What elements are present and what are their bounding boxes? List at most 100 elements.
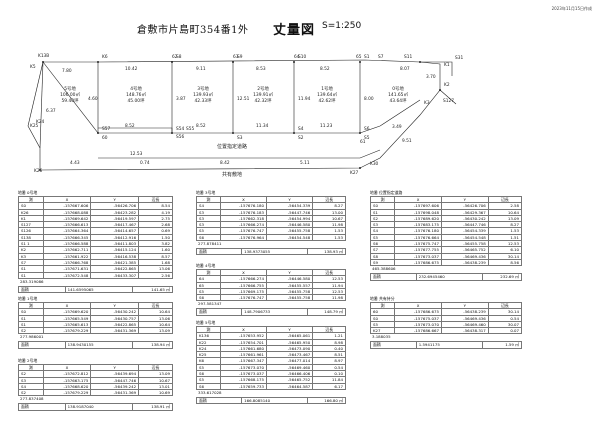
half-sum: 141.6595065 [64, 285, 134, 294]
column-header: Y [266, 325, 314, 334]
y-coord-cell: -56431.369 [90, 389, 140, 397]
lot-name: 3号地 [197, 85, 209, 92]
table-title: 地番 共有持分 [370, 296, 395, 301]
y-coord-cell: -56473.090 [266, 344, 314, 353]
edge-length-cell: 30.07 [487, 320, 523, 329]
point-label: 65 [356, 54, 362, 60]
edge-labels: 7.80 10.42 9.11 8.53 8.52 8.52 8.52 11.3… [46, 66, 436, 166]
edge-length: 8.52 [125, 123, 135, 129]
lot-row-bottom [98, 99, 421, 134]
point-label: 61 [360, 139, 366, 145]
area-value: 148.79 ㎡ [306, 308, 347, 316]
x-coord-cell: -157686.667 [394, 327, 442, 335]
edge-length-cell: 13.06 [138, 265, 173, 273]
point-name-cell: S9 [369, 258, 396, 267]
shared-land-label: 共有敷地 [222, 171, 242, 178]
y-coord-cell: -56433.307 [90, 271, 140, 279]
column-header: Y [266, 268, 314, 277]
x-coord-cell: -157679.229 [42, 389, 92, 397]
sum-value: 283.319086 [20, 278, 44, 284]
edge-length: 3.70 [426, 74, 436, 80]
date-stamp: 2023年11月15日作成 [551, 6, 592, 11]
y-coord-cell: -56477.014 [266, 357, 314, 365]
table-header-row: 測 X Y 辺長 [196, 268, 346, 277]
y-coord-cell: -56469.460 [266, 363, 314, 372]
y-coord-cell: -56465.752 [266, 376, 314, 384]
edge-length-cell: 13.06 [138, 314, 173, 322]
sum-value: 297.581347 [198, 301, 222, 307]
edge-length-cell: 8.98 [312, 338, 346, 346]
y-coord-cell: -56446.580 [266, 221, 314, 229]
table-title: 地番 1号地 [18, 296, 38, 301]
edge-length-cell: 0.07 [487, 327, 523, 335]
lot-area: 106.00㎡ [60, 91, 80, 98]
area-value: 141.65 ㎡ [132, 285, 173, 294]
area-label: 面積 [370, 341, 417, 349]
table-header-row: 測 X Y 辺長 [196, 195, 346, 204]
edge-length-cell: 8.97 [312, 357, 346, 365]
y-coord-cell: -56431.369 [90, 327, 140, 335]
y-coord-cell: -56473.467 [266, 351, 314, 359]
page-title: 倉敷市片島町354番1外 [137, 25, 249, 36]
y-coord-cell: -56455.758 [266, 287, 314, 296]
point-name-cell: 60 [369, 308, 396, 316]
column-header: 辺長 [487, 195, 523, 204]
y-coord-cell: -56455.758 [266, 294, 314, 302]
survey-point [359, 132, 361, 134]
area-label: 面積 [195, 248, 243, 256]
edge-length-cell: 11.94 [312, 281, 346, 289]
point-label: S5 [364, 135, 370, 141]
area-row: 面積 1.5941175 1.59 ㎡ [370, 341, 522, 349]
lot-name: 2号地 [257, 85, 269, 92]
edge-length: 11.34 [256, 123, 269, 129]
survey-point [359, 61, 361, 63]
point-name-cell: K27 [369, 327, 396, 335]
survey-point [39, 169, 41, 171]
point-label: K24 [36, 119, 45, 125]
half-sum: 166.8085140 [241, 396, 308, 405]
edge-length: 8.53 [256, 66, 266, 72]
column-header: 測 [369, 195, 396, 204]
lot-area-tsubo: 42.32坪 [255, 97, 273, 104]
edge-length-cell: 30.14 [487, 252, 523, 260]
survey-point [171, 61, 173, 63]
half-sum: 138.9373055 [241, 248, 308, 256]
table-title: 地番 5号地 [196, 320, 216, 325]
point-name-cell: S5 [369, 320, 396, 329]
lot-area-tsubo: 42.33坪 [195, 97, 213, 104]
area-value: 138.94 ㎡ [132, 341, 173, 349]
x-coord-cell: -157659.733 [219, 382, 268, 390]
title-block: 倉敷市片島町354番1外 丈量図 S=1:250 [0, 21, 600, 39]
edge-length: 6.37 [46, 108, 56, 114]
y-coord-cell: -56466.406 [266, 370, 314, 378]
edge-length-cell: 12.53 [312, 287, 346, 296]
sum-value: 277.986001 [20, 334, 44, 340]
right-tail [420, 61, 453, 76]
survey-point [293, 132, 295, 134]
edge-length-cell: 6.17 [312, 382, 346, 390]
lot-area: 139.64㎡ [317, 91, 337, 98]
table-title: 地番 4号地 [196, 263, 216, 268]
edge-length-cell: 2.56 [138, 271, 173, 279]
edge-length-cell: 10.69 [138, 389, 173, 397]
half-sum: 138.9187040 [64, 403, 134, 411]
point-name-cell: S8 [369, 252, 396, 260]
scale-label: S=1:250 [322, 21, 362, 31]
point-label: S10 [298, 54, 306, 60]
edge-length-cell: 30.14 [487, 308, 523, 316]
